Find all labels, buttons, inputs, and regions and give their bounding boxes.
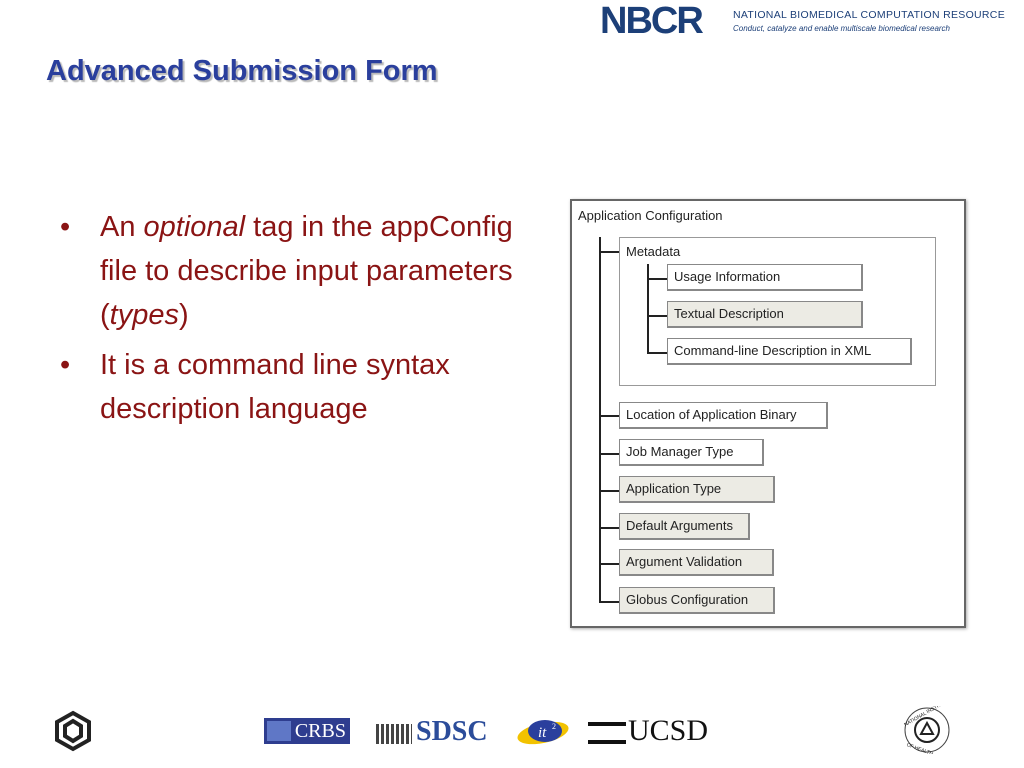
tree-connector bbox=[599, 453, 619, 455]
bullet-icon: • bbox=[60, 349, 71, 381]
tree-connector bbox=[599, 415, 619, 417]
tree-connector bbox=[599, 251, 619, 253]
tree-connector bbox=[647, 264, 649, 353]
sdsc-blocks-icon bbox=[376, 723, 412, 744]
node-argument-validation: Argument Validation bbox=[619, 549, 774, 576]
node-textual-description: Textual Description bbox=[667, 301, 863, 328]
diagram-root-label: Application Configuration bbox=[578, 208, 723, 223]
app-config-diagram: Application Configuration Metadata Usage… bbox=[570, 199, 966, 628]
nih-seal-icon: NATIONAL INSTITUTES OF HEALTH bbox=[903, 706, 951, 754]
crbs-logo: CRBS bbox=[264, 718, 350, 744]
svg-text:2: 2 bbox=[552, 722, 556, 731]
org-tagline: Conduct, catalyze and enable multiscale … bbox=[733, 24, 951, 33]
node-application-type: Application Type bbox=[619, 476, 775, 503]
org-name: NATIONAL BIOMEDICAL COMPUTATION RESOURCE bbox=[733, 9, 1005, 21]
sponsor-logo-icon bbox=[55, 710, 91, 752]
bullet-list: • An optional tag in the appConfig file … bbox=[56, 205, 556, 437]
ucsd-trident-icon bbox=[588, 722, 626, 745]
nbcr-logo: NBCR bbox=[600, 0, 704, 42]
tree-connector bbox=[647, 315, 667, 317]
tree-connector bbox=[599, 601, 619, 603]
node-command-line-description: Command-line Description in XML bbox=[667, 338, 912, 365]
svg-text:it: it bbox=[538, 725, 547, 741]
tree-connector bbox=[599, 237, 601, 603]
node-globus-configuration: Globus Configuration bbox=[619, 587, 775, 614]
tree-connector bbox=[599, 527, 619, 529]
tree-connector bbox=[647, 352, 667, 354]
crbs-flag-icon bbox=[267, 721, 291, 741]
bullet-item: • It is a command line syntax descriptio… bbox=[56, 343, 556, 431]
ucsd-logo: UCSD bbox=[588, 714, 708, 748]
bullet-icon: • bbox=[60, 211, 71, 243]
nbcr-logo-text: NBCR bbox=[600, 0, 704, 42]
node-location-binary: Location of Application Binary bbox=[619, 402, 828, 429]
bullet-item: • An optional tag in the appConfig file … bbox=[56, 205, 556, 337]
metadata-group: Metadata Usage Information Textual Descr… bbox=[619, 237, 936, 386]
sdsc-logo: SDSC bbox=[376, 717, 488, 747]
tree-connector bbox=[647, 278, 667, 280]
tree-connector bbox=[599, 563, 619, 565]
slide-title: Advanced Submission Form bbox=[46, 55, 438, 87]
node-job-manager-type: Job Manager Type bbox=[619, 439, 764, 466]
metadata-label: Metadata bbox=[626, 244, 681, 259]
svg-text:OF HEALTH: OF HEALTH bbox=[906, 742, 934, 754]
node-usage-information: Usage Information bbox=[667, 264, 863, 291]
tree-connector bbox=[599, 490, 619, 492]
it2-logo-icon: it 2 bbox=[517, 720, 569, 745]
node-default-arguments: Default Arguments bbox=[619, 513, 750, 540]
